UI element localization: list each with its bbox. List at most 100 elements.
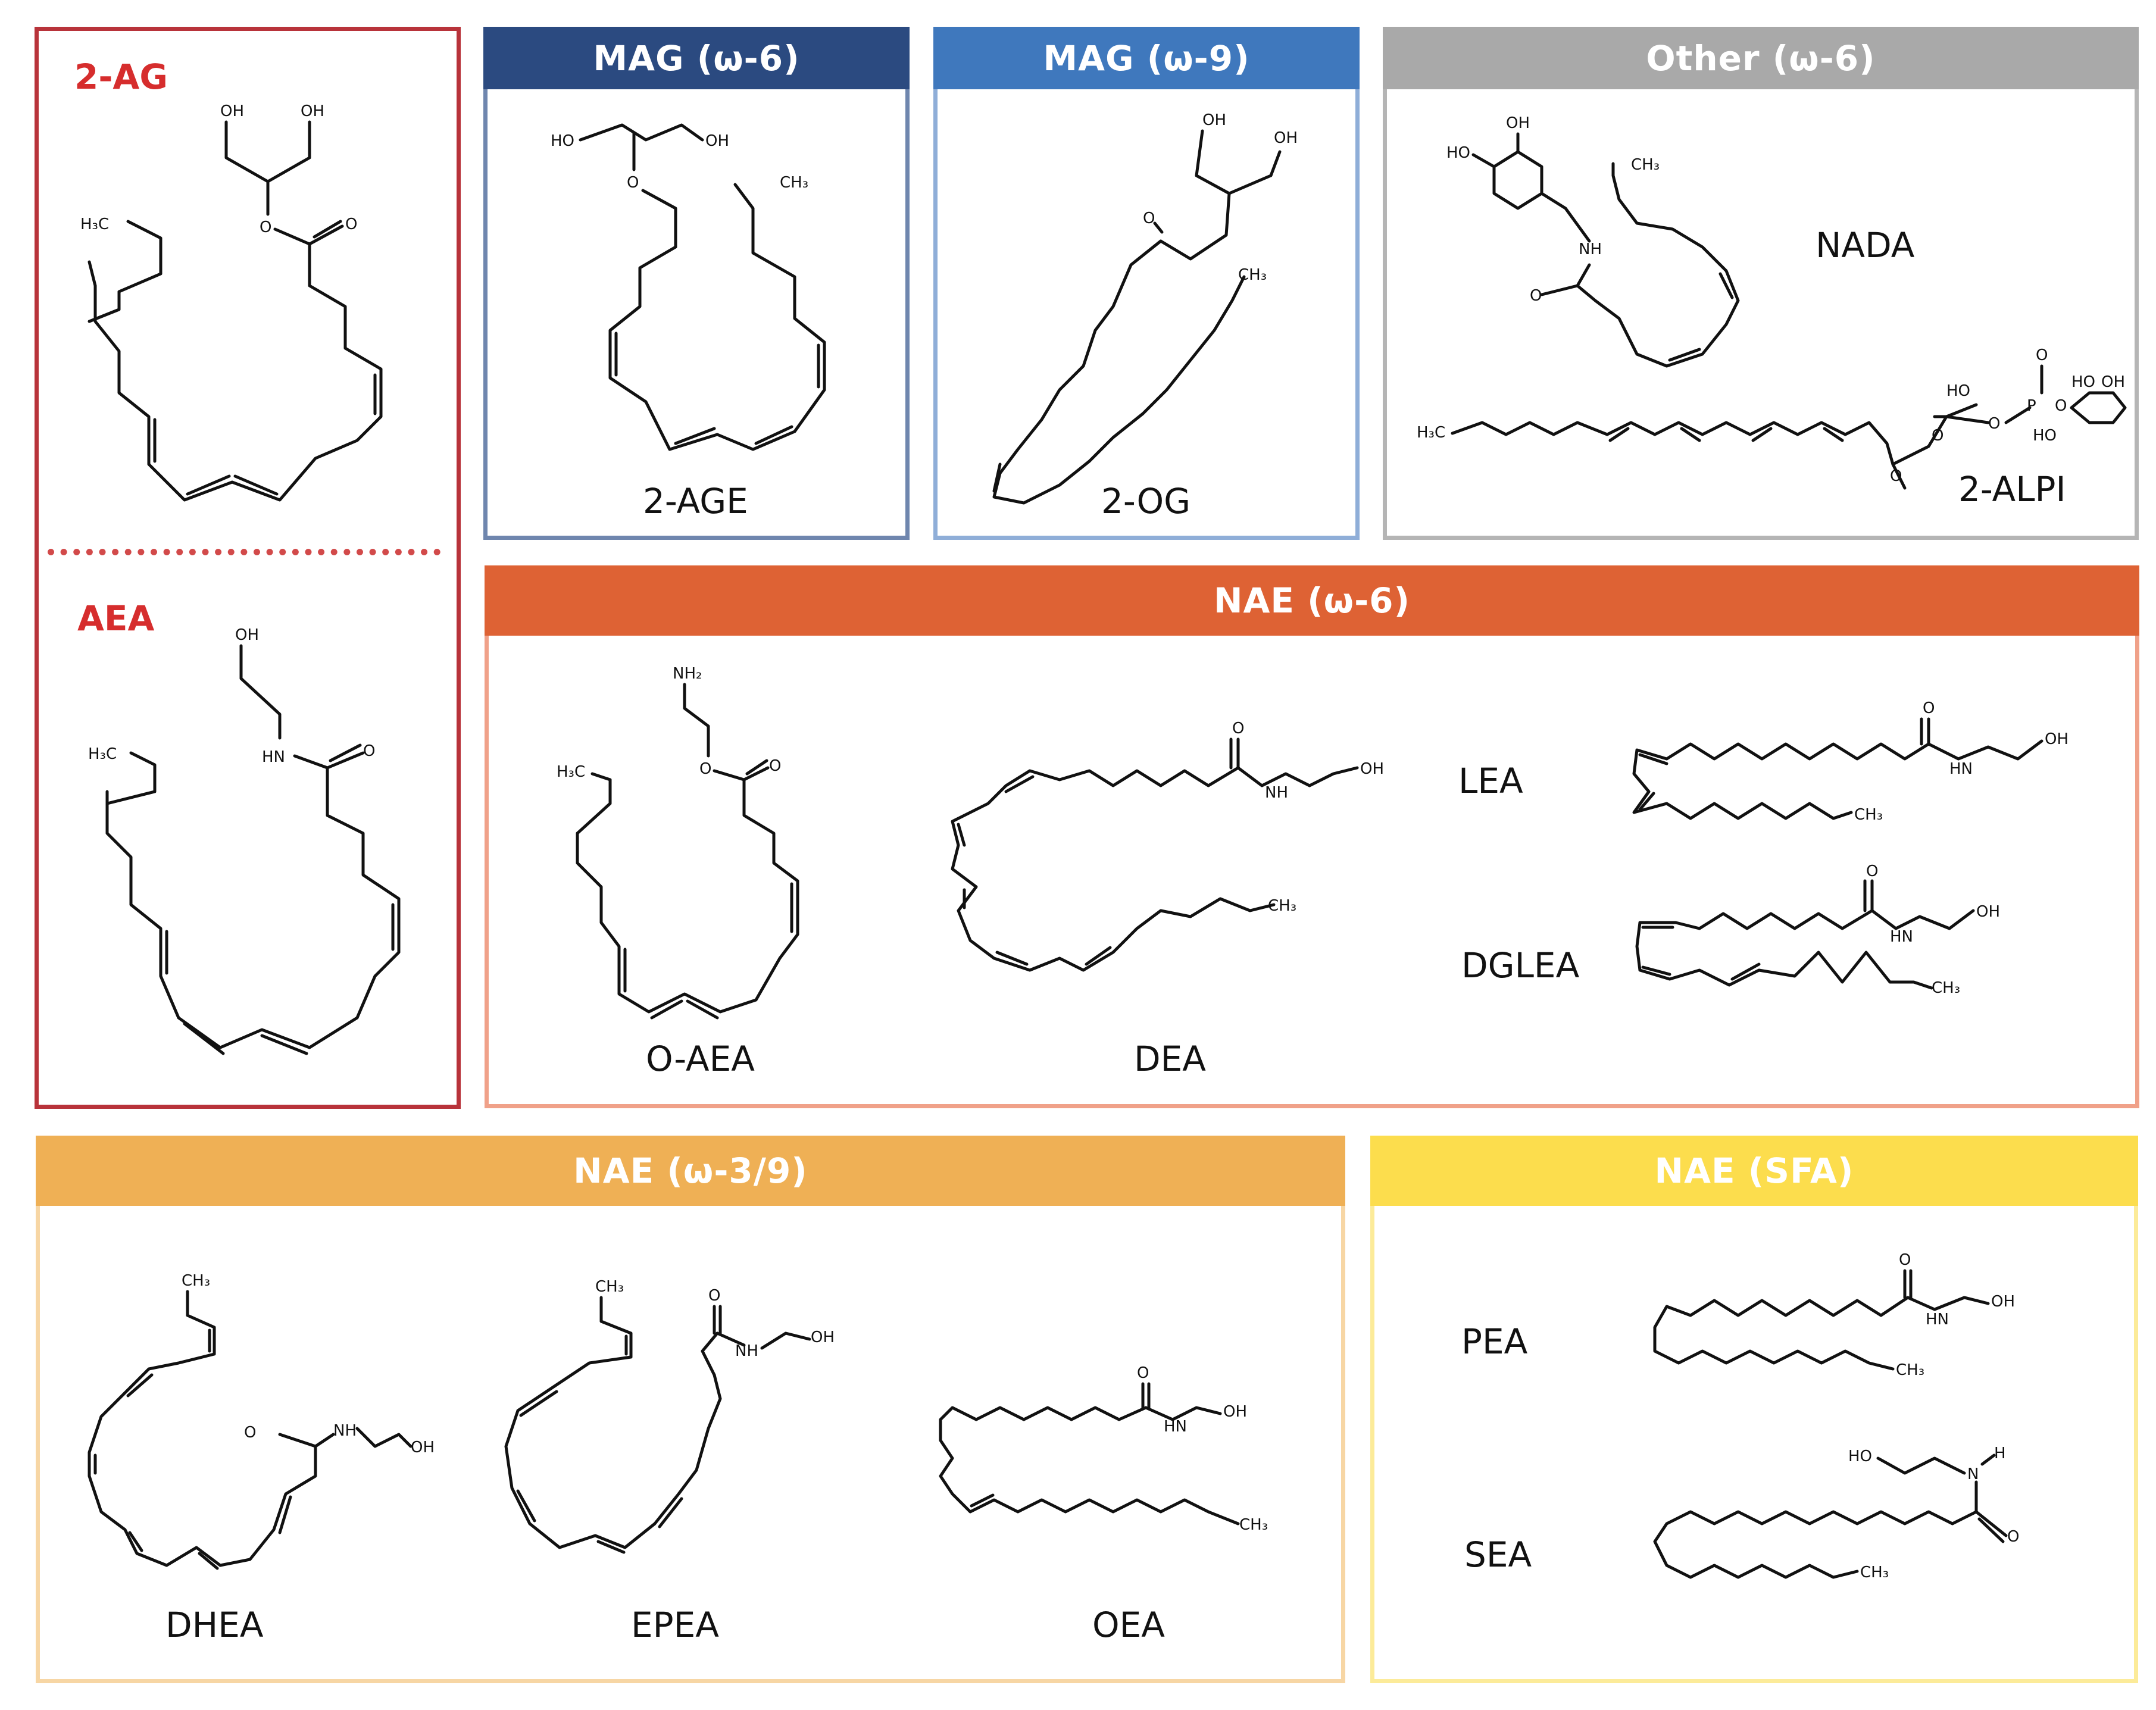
label-2-alpi: 2-ALPI bbox=[1958, 469, 2066, 509]
svg-text:OH: OH bbox=[2045, 730, 2068, 748]
svg-text:OH: OH bbox=[220, 102, 244, 120]
svg-text:O: O bbox=[260, 218, 271, 236]
svg-text:O: O bbox=[1137, 1364, 1149, 1382]
svg-text:O: O bbox=[1866, 862, 1878, 880]
svg-text:NH: NH bbox=[1579, 240, 1602, 258]
svg-text:H₃C: H₃C bbox=[1417, 424, 1445, 442]
svg-text:CH₃: CH₃ bbox=[1268, 897, 1296, 915]
label-2-ag: 2-AG bbox=[74, 57, 168, 97]
svg-text:O: O bbox=[1890, 467, 1902, 485]
svg-text:NH: NH bbox=[333, 1422, 357, 1440]
svg-text:OH: OH bbox=[2101, 373, 2125, 391]
structure-o-aea: NH₂ O O H₃C bbox=[557, 665, 799, 1020]
label-oea: OEA bbox=[1092, 1605, 1165, 1645]
svg-text:OH: OH bbox=[1991, 1293, 2015, 1311]
svg-text:O: O bbox=[1988, 415, 2000, 433]
svg-text:NH₂: NH₂ bbox=[673, 665, 702, 683]
svg-text:HO: HO bbox=[551, 132, 574, 150]
structure-epea: CH₃ O NH OH bbox=[504, 1278, 835, 1554]
svg-text:CH₃: CH₃ bbox=[595, 1278, 624, 1296]
structure-lea: O HN OH CH₃ bbox=[1632, 699, 2068, 824]
svg-text:H₃C: H₃C bbox=[88, 745, 117, 763]
svg-text:HO: HO bbox=[1446, 144, 1470, 162]
svg-text:CH₃: CH₃ bbox=[1239, 1516, 1268, 1534]
svg-text:O: O bbox=[1899, 1251, 1911, 1269]
label-sea: SEA bbox=[1464, 1534, 1532, 1575]
svg-text:O: O bbox=[345, 215, 357, 233]
structure-2-og: OH OH O CH₃ bbox=[992, 111, 1298, 505]
svg-text:O: O bbox=[363, 742, 375, 760]
structure-dglea: O HN OH CH₃ bbox=[1635, 862, 2000, 997]
svg-text:O: O bbox=[1232, 720, 1244, 737]
svg-text:O: O bbox=[244, 1424, 256, 1442]
svg-text:N: N bbox=[1967, 1465, 1979, 1483]
svg-text:OH: OH bbox=[1506, 114, 1530, 132]
structure-2-ag: OH OH O O H₃C bbox=[80, 102, 383, 502]
mag-omega9-header: MAG (ω-9) bbox=[933, 27, 1360, 89]
svg-text:P: P bbox=[2027, 397, 2036, 415]
svg-text:O: O bbox=[1143, 210, 1155, 227]
svg-text:CH₃: CH₃ bbox=[182, 1272, 210, 1290]
svg-text:NH: NH bbox=[735, 1342, 758, 1360]
svg-text:O: O bbox=[627, 174, 639, 192]
svg-text:CH₃: CH₃ bbox=[1631, 156, 1660, 174]
structure-2-age: HO OH O CH₃ bbox=[551, 123, 826, 451]
other-omega6-panel bbox=[1383, 27, 2139, 540]
svg-text:HN: HN bbox=[1949, 760, 1973, 778]
svg-text:OH: OH bbox=[235, 626, 259, 644]
structure-dea: O NH OH CH₃ bbox=[951, 720, 1384, 972]
label-2-age: 2-AGE bbox=[643, 481, 748, 521]
svg-text:H₃C: H₃C bbox=[557, 763, 585, 781]
svg-text:HO: HO bbox=[2071, 373, 2095, 391]
svg-text:O: O bbox=[1530, 287, 1542, 305]
svg-text:H: H bbox=[1994, 1445, 2006, 1462]
nae-sfa-header: NAE (SFA) bbox=[1370, 1136, 2138, 1206]
svg-text:O: O bbox=[1923, 699, 1935, 717]
svg-text:OH: OH bbox=[811, 1328, 835, 1346]
svg-text:OH: OH bbox=[301, 102, 324, 120]
mag-omega9-panel bbox=[933, 27, 1360, 540]
svg-text:OH: OH bbox=[1274, 129, 1298, 147]
svg-text:CH₃: CH₃ bbox=[1238, 266, 1267, 284]
svg-text:O: O bbox=[2055, 397, 2067, 415]
svg-text:CH₃: CH₃ bbox=[1896, 1361, 1924, 1379]
mag-omega6-panel bbox=[483, 27, 910, 540]
svg-text:CH₃: CH₃ bbox=[1932, 979, 1960, 997]
label-dea: DEA bbox=[1134, 1039, 1206, 1079]
panel-divider bbox=[48, 549, 440, 555]
svg-text:OH: OH bbox=[1976, 903, 2000, 921]
nae-omega39-header: NAE (ω-3/9) bbox=[36, 1136, 1345, 1206]
label-pea: PEA bbox=[1461, 1321, 1528, 1362]
label-aea: AEA bbox=[77, 598, 155, 639]
label-nada: NADA bbox=[1816, 225, 1915, 265]
structure-aea: OH HN O H₃C bbox=[88, 626, 401, 1055]
nae-omega39-panel bbox=[36, 1136, 1345, 1683]
svg-text:O: O bbox=[769, 757, 781, 775]
nae-sfa-panel bbox=[1370, 1136, 2138, 1683]
label-lea: LEA bbox=[1458, 761, 1523, 801]
svg-text:HN: HN bbox=[262, 748, 285, 766]
svg-text:OH: OH bbox=[1202, 111, 1226, 129]
label-dglea: DGLEA bbox=[1461, 945, 1580, 986]
svg-text:HO: HO bbox=[1946, 382, 1970, 400]
svg-text:H₃C: H₃C bbox=[80, 215, 109, 233]
svg-text:OH: OH bbox=[411, 1439, 435, 1456]
svg-text:HO: HO bbox=[1848, 1448, 1872, 1465]
svg-text:NH: NH bbox=[1265, 784, 1288, 802]
svg-text:HN: HN bbox=[1926, 1311, 1949, 1328]
label-o-aea: O-AEA bbox=[646, 1039, 755, 1079]
label-epea: EPEA bbox=[631, 1605, 719, 1645]
svg-text:O: O bbox=[699, 760, 711, 778]
svg-text:CH₃: CH₃ bbox=[1860, 1564, 1889, 1581]
other-omega6-header: Other (ω-6) bbox=[1383, 27, 2139, 89]
structure-2-alpi: H₃C O HO O O P O HO O HO OH bbox=[1417, 346, 2127, 490]
svg-text:O: O bbox=[708, 1287, 720, 1305]
svg-text:CH₃: CH₃ bbox=[780, 174, 808, 192]
svg-text:O: O bbox=[2007, 1528, 2019, 1546]
label-2-og: 2-OG bbox=[1101, 481, 1191, 521]
svg-text:OH: OH bbox=[1360, 760, 1384, 778]
nae-omega6-panel bbox=[485, 565, 2139, 1108]
svg-text:HO: HO bbox=[2033, 427, 2057, 445]
structure-dhea: CH₃ O NH OH bbox=[88, 1272, 435, 1570]
structure-sea: HO H N O CH₃ bbox=[1653, 1445, 2019, 1581]
